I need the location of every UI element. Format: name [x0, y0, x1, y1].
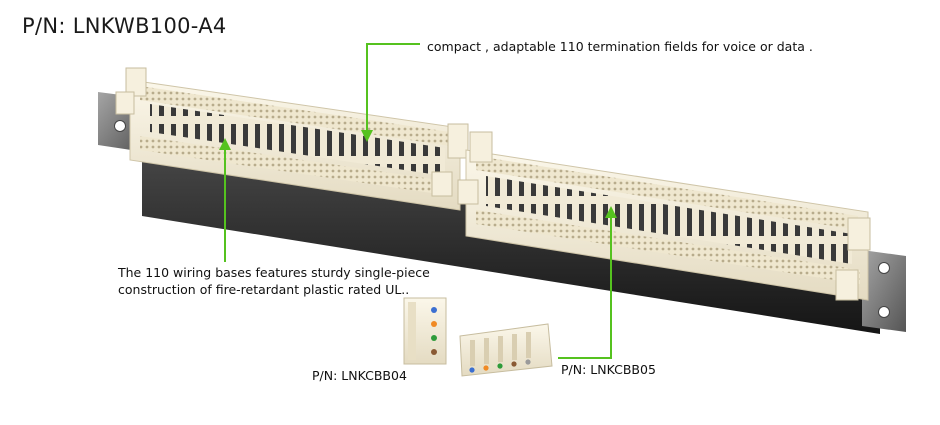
mounting-hole-icon [114, 120, 126, 132]
wiring-base-right [457, 131, 871, 301]
connecting-block-4-pair [403, 297, 447, 365]
connecting-block-5-pair [459, 323, 553, 377]
callout-left-text: The 110 wiring bases features sturdy sin… [118, 264, 430, 298]
mounting-hole-icon [878, 306, 890, 318]
callout-arrow-icon [605, 206, 617, 218]
part-label-cbb05: P/N: LNKCBB05 [561, 362, 656, 377]
callout-left-line-1: The 110 wiring bases features sturdy sin… [118, 265, 430, 280]
part-label-cbb04: P/N: LNKCBB04 [312, 368, 407, 383]
callout-line-right [558, 210, 612, 359]
right-mounting-bracket [862, 250, 906, 332]
callout-arrow-icon [361, 130, 373, 142]
part-number-title: P/N: LNKWB100-A4 [22, 14, 227, 38]
callout-left-line-2: construction of fire-retardant plastic r… [118, 282, 410, 297]
callout-arrow-icon [219, 138, 231, 150]
mounting-hole-icon [878, 262, 890, 274]
callout-top-text: compact , adaptable 110 termination fiel… [427, 39, 813, 54]
callout-line-top [366, 43, 420, 138]
